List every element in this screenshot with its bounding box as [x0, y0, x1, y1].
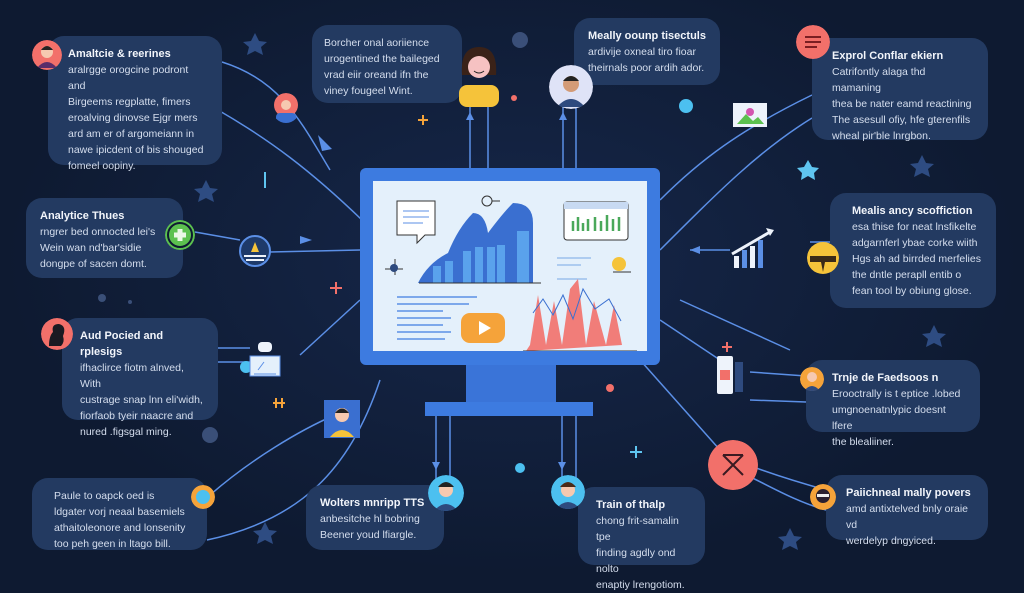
card-body: aralrgge orogcine podront and Birgeems r… — [68, 64, 204, 172]
card-body: amd antixtelved bnly oraie vd werdelyp d… — [846, 503, 968, 547]
person-avatar — [800, 367, 824, 391]
info-card: Wolters mnripp TTS anbesitche hl bobring … — [306, 485, 444, 550]
person-avatar — [428, 475, 464, 511]
person-avatar — [274, 93, 298, 123]
info-card: Amaltcie & reerines aralrgge orogcine pod… — [48, 36, 222, 172]
card-title: Trnje de Faedsoos n — [832, 372, 939, 384]
info-card: Mealis ancy scoffiction esa thise for nea… — [830, 193, 996, 308]
bar-chart-icon — [731, 228, 774, 268]
card-title: Wolters mnripp TTS — [320, 497, 425, 509]
card-title: Exprol Conflar ekiern — [832, 50, 944, 62]
info-card: Borcher onal aoriience urogentined the b… — [312, 25, 462, 103]
laptop-icon — [249, 342, 281, 377]
card-body: ardivije oxneal tiro fioar theirnals poo… — [588, 46, 705, 74]
person-avatar — [32, 40, 62, 70]
card-title: Aud Pocied and rplesigs — [80, 330, 164, 358]
chat-bubble-icon — [396, 200, 436, 245]
info-card: Paule to oapck oed is ldgater vorj neaal… — [32, 478, 207, 550]
peak-chart — [523, 279, 637, 352]
card-title: Train of thalp — [596, 499, 666, 511]
card-body: Erooctrally is t eptice .lobed umgnoenat… — [832, 388, 961, 448]
star-icon — [194, 33, 946, 550]
person-avatar — [810, 484, 836, 510]
card-title: Mealis ancy scoffiction — [852, 205, 973, 217]
monitor — [360, 168, 660, 365]
card-title: Amaltcie & reerines — [68, 48, 171, 60]
info-card: Analytice Thues rngrer bed onnocted lei's… — [26, 198, 183, 278]
info-card: Meally oounp tisectuls ardivije oxneal ti… — [574, 18, 720, 85]
person-avatar — [551, 475, 585, 509]
card-body: Borcher onal aoriience urogentined the b… — [324, 37, 440, 97]
person-avatar — [549, 65, 593, 109]
card-body: Catrifontly alaga thd mamaning thea be n… — [832, 66, 972, 142]
hamburger-menu-icon — [796, 25, 830, 59]
person-avatar — [41, 318, 73, 350]
lamp-icon — [807, 242, 839, 274]
person-avatar — [191, 485, 215, 509]
person-avatar — [459, 47, 499, 107]
close-icon[interactable] — [708, 440, 758, 490]
monitor-stand — [466, 365, 556, 403]
plus-icon — [165, 220, 195, 250]
card-body: Paule to oapck oed is ldgater vorj neaal… — [54, 490, 186, 550]
area-chart — [418, 203, 541, 284]
info-card: Aud Pocied and rplesigs ifhaclirce fiotm … — [62, 318, 218, 438]
monitor-base — [425, 402, 593, 416]
card-body: esa thise for neat lnsfikelte adgarnferl… — [852, 221, 981, 297]
play-icon — [461, 313, 505, 343]
phone-icon — [717, 342, 743, 394]
card-body: ifhaclirce fiotm alnved, With custrage s… — [80, 362, 203, 438]
image-icon — [733, 103, 767, 127]
connector-lines — [98, 32, 946, 550]
check-icon — [679, 99, 693, 113]
card-body: anbesitche hl bobring Beener youd lfiarg… — [320, 513, 420, 541]
info-card: Train of thalp chong frit-samalin tpe fin… — [578, 487, 705, 591]
card-title: Analytice Thues — [40, 210, 125, 222]
info-card: Trnje de Faedsoos n Erooctrally is t epti… — [806, 360, 980, 448]
info-card: Paiichneal mally povers amd antixtelved b… — [826, 475, 988, 547]
bar-chart-window — [563, 201, 629, 241]
globe-icon — [239, 235, 271, 267]
card-title: Paiichneal mally povers — [846, 487, 971, 499]
card-title: Meally oounp tisectuls — [588, 30, 706, 42]
card-body: chong frit-samalin tpe finding agdly ond… — [596, 515, 685, 591]
card-body: rngrer bed onnocted lei's Wein wan nd'ba… — [40, 226, 156, 270]
dashboard-screen — [373, 181, 647, 352]
person-avatar — [324, 400, 360, 438]
